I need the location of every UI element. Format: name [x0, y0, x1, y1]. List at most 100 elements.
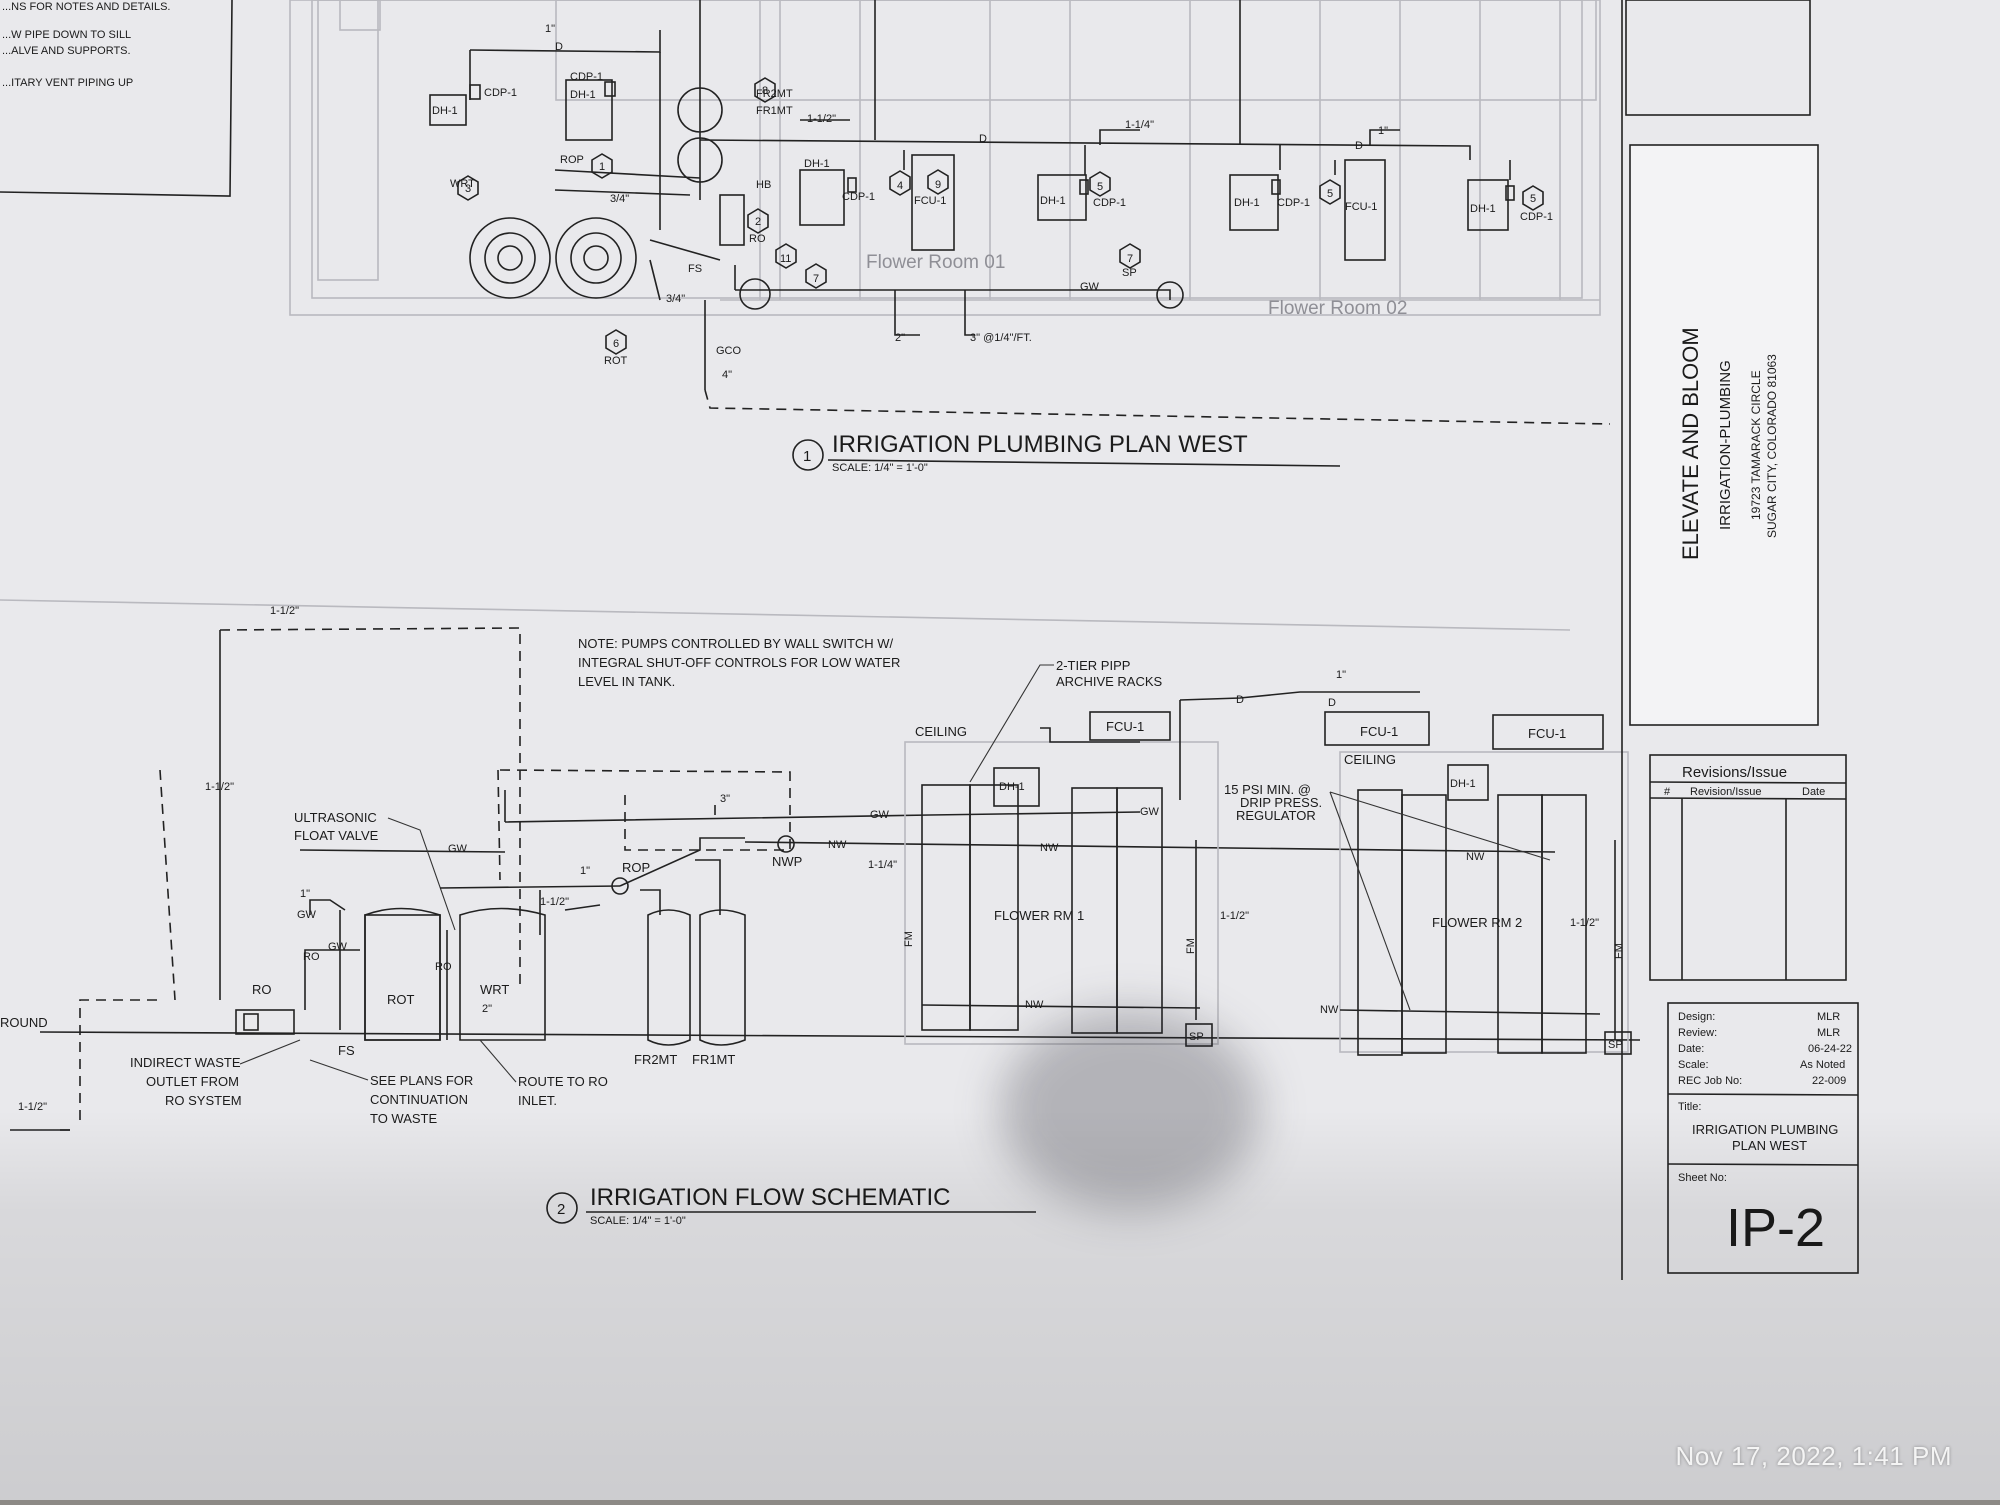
tank-label: FR1MT: [692, 1052, 735, 1067]
indirect-label: RO SYSTEM: [165, 1093, 242, 1108]
plan-scale: SCALE: 1/4" = 1'-0": [832, 462, 928, 474]
title-block: ELEVATE AND BLOOM IRRIGATION-PLUMBING 19…: [1621, 0, 1859, 1280]
sheet-title: PLAN WEST: [1732, 1138, 1807, 1153]
dh-unit: DH-1 CDP-1: [1037, 174, 1126, 221]
route-label: INLET.: [518, 1093, 557, 1108]
svg-text:1-1/4": 1-1/4": [1125, 119, 1154, 131]
ceiling-label: CEILING: [1344, 752, 1396, 767]
tank-label: WRT: [480, 982, 509, 997]
dh-unit: DH-1 CDP-1: [565, 71, 616, 141]
svg-text:SP: SP: [1608, 1039, 1623, 1051]
tank-wrt: WRT 2": [459, 907, 546, 1041]
design-label: Design:: [1678, 1011, 1715, 1023]
fcu-label: FCU-1: [1360, 724, 1398, 739]
tank-label: FR2MT: [634, 1052, 677, 1067]
svg-text:FS: FS: [688, 263, 702, 275]
revisions-col: Date: [1802, 786, 1825, 798]
svg-text:DH-1: DH-1: [1234, 197, 1260, 209]
date-label: Date:: [1678, 1043, 1704, 1055]
racks-label: ARCHIVE RACKS: [1056, 674, 1163, 689]
svg-text:1": 1": [1336, 669, 1346, 681]
ceiling-label: CEILING: [915, 724, 967, 739]
svg-text:DH-1: DH-1: [570, 89, 596, 101]
scale-label: Scale:: [1678, 1059, 1709, 1071]
svg-text:SP: SP: [1122, 267, 1137, 279]
scale-value: As Noted: [1800, 1059, 1845, 1071]
ro-label: RO: [252, 982, 272, 997]
schematic-title-block: 2 IRRIGATION FLOW SCHEMATIC SCALE: 1/4" …: [546, 1184, 1036, 1227]
regulator-label: REGULATOR: [1236, 808, 1316, 823]
svg-text:CDP-1: CDP-1: [570, 71, 603, 83]
fcu-unit: FCU-1: [911, 154, 955, 251]
svg-text:FM: FM: [903, 931, 915, 947]
notes-line: ...ITARY VENT PIPING UP: [2, 77, 133, 89]
svg-text:D: D: [1328, 697, 1336, 709]
schematic-title: IRRIGATION FLOW SCHEMATIC: [590, 1184, 950, 1211]
svg-text:7: 7: [1127, 253, 1133, 265]
svg-text:1": 1": [1378, 125, 1388, 137]
svg-text:NW: NW: [1025, 999, 1044, 1011]
tag-markers: 3 1 2 8 4 9 5 5 5 7 7 11 6: [457, 77, 1544, 355]
svg-text:CDP-1: CDP-1: [484, 87, 517, 99]
project-subtitle: IRRIGATION-PLUMBING: [1717, 360, 1734, 530]
schematic-note: NOTE: PUMPS CONTROLLED BY WALL SWITCH W/: [578, 636, 894, 651]
ultrasonic-label: FLOAT VALVE: [294, 828, 379, 843]
svg-text:3: 3: [465, 183, 471, 195]
svg-text:3/4": 3/4": [610, 193, 629, 205]
svg-text:1-1/4": 1-1/4": [868, 859, 897, 871]
fcu-label: FCU-1: [1528, 726, 1566, 741]
svg-text:ROP: ROP: [560, 154, 584, 166]
svg-text:FCU-1: FCU-1: [914, 195, 946, 207]
svg-text:1-1/2": 1-1/2": [18, 1101, 47, 1113]
svg-text:1": 1": [545, 23, 555, 35]
svg-text:5: 5: [1327, 188, 1333, 200]
svg-text:RO: RO: [435, 961, 452, 973]
project-address: SUGAR CITY, COLORADO 81063: [1765, 354, 1779, 538]
svg-text:D: D: [979, 133, 987, 145]
schematic-number: 2: [557, 1201, 565, 1218]
job-label: REC Job No:: [1678, 1075, 1742, 1087]
ro-unit: RO RO GW 1" GW: [235, 888, 360, 1035]
regulator-label: 15 PSI MIN. @: [1224, 782, 1311, 797]
seeplans-label: TO WASTE: [370, 1111, 438, 1126]
flower-rm-1: FLOWER RM 1: [994, 908, 1084, 923]
svg-text:3": 3": [720, 793, 730, 805]
regulator-label: DRIP PRESS.: [1240, 795, 1322, 810]
plan-view: DH-1 CDP-1 DH-1 CDP-1 DH-1 CDP-1 FCU-1 D…: [289, 0, 1611, 474]
svg-text:D: D: [1236, 694, 1244, 706]
sheet-number: IP-2: [1726, 1198, 1825, 1258]
svg-text:1: 1: [599, 161, 605, 173]
svg-text:D: D: [555, 41, 563, 53]
revisions-title: Revisions/Issue: [1682, 764, 1787, 781]
svg-text:FR2MT: FR2MT: [756, 88, 793, 100]
svg-text:NW: NW: [1320, 1004, 1339, 1016]
tank-rot: ROT: [364, 907, 441, 1041]
svg-text:GW: GW: [1140, 806, 1160, 818]
svg-text:GW: GW: [870, 809, 890, 821]
svg-text:1-1/2": 1-1/2": [270, 605, 299, 617]
svg-text:DH-1: DH-1: [804, 158, 830, 170]
svg-text:WRT: WRT: [450, 178, 475, 190]
schematic-note: LEVEL IN TANK.: [578, 674, 675, 689]
rack-flower-rm-1: DH-1 FCU-1 FLOWER RM 1 NW FM FM 1-1/2" S…: [903, 711, 1249, 1047]
design-value: MLR: [1817, 1011, 1840, 1023]
review-label: Review:: [1678, 1027, 1717, 1039]
svg-text:1-1/2": 1-1/2": [1220, 910, 1249, 922]
svg-text:1": 1": [300, 888, 310, 900]
sheet-title: IRRIGATION PLUMBING: [1692, 1122, 1838, 1137]
room-label: Flower Room 02: [1268, 298, 1407, 319]
svg-text:1": 1": [580, 865, 590, 877]
svg-text:7: 7: [813, 273, 819, 285]
indirect-label: INDIRECT WASTE: [130, 1055, 241, 1070]
svg-text:GW: GW: [328, 941, 348, 953]
svg-text:ROT: ROT: [604, 355, 628, 367]
svg-text:2": 2": [482, 1003, 492, 1015]
flow-schematic: 1-1/2" 1-1/2" 1-1/2" ROUND NOTE: PUMPS C…: [0, 605, 1641, 1227]
seeplans-label: CONTINUATION: [370, 1092, 468, 1107]
svg-text:SP: SP: [1189, 1031, 1204, 1043]
info-fields: Design: MLR Review: MLR Date: 06-24-22 S…: [1667, 1002, 1859, 1274]
rack-flower-rm-2: FCU-1 FCU-1 DH-1 FLOWER RM 2 NW 1-1/2" F…: [1320, 711, 1632, 1056]
seeplans-label: SEE PLANS FOR: [370, 1073, 473, 1088]
